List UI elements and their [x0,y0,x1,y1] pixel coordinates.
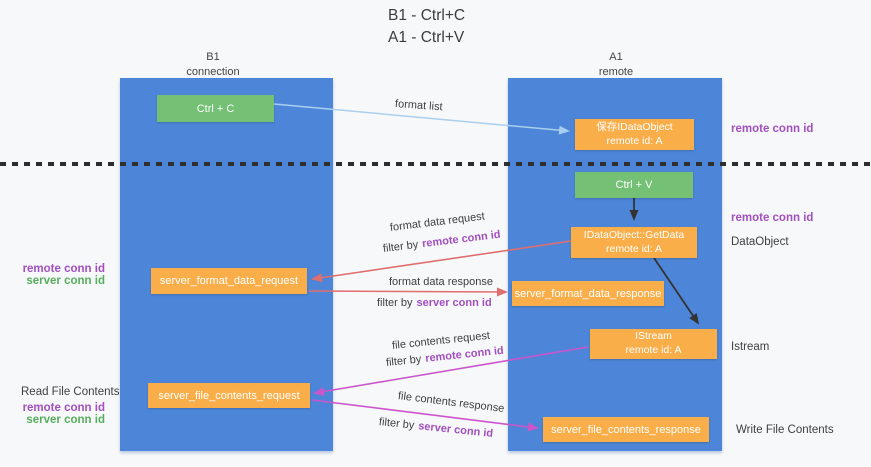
annotation-read-conn-ids: remote conn id server conn id [10,402,105,426]
node-server-format-data-response-label: server_format_data_response [514,287,662,300]
node-save-idataobject: 保存IDataObject remote id: A [575,119,694,150]
right-column-subtitle: remote [598,65,634,78]
title-line-2: A1 - Ctrl+V [388,28,465,46]
left-column-subtitle: connection [186,65,240,78]
node-ctrl-v: Ctrl + V [575,172,693,198]
node-save-idataobject-line2: remote id: A [606,134,663,147]
arrow-getdata-to-istream [653,257,700,325]
node-save-idataobject-line1: 保存IDataObject [596,120,673,133]
node-istream: IStream remote id: A [590,329,717,359]
annotation-remote-conn-id-mid: remote conn id [731,212,814,224]
arrow-file-contents-response [311,399,539,432]
annotation-write-file-contents: Write File Contents [736,424,834,436]
node-server-file-contents-request: server_file_contents_request [148,383,310,408]
node-server-file-contents-request-label: server_file_contents_request [158,389,300,402]
node-server-file-contents-response-label: server_file_contents_response [551,423,701,436]
annotation-read-remote-conn-id: remote conn id [22,402,105,414]
node-idataobject-getdata-line2: remote id: A [605,242,663,255]
filter-by-text: filter by [377,297,413,309]
arrow-file-contents-request [313,346,589,396]
right-column-name: A1 [609,51,623,63]
node-server-format-data-response: server_format_data_response [512,281,664,306]
arrow-format-data-request [311,240,572,283]
node-server-file-contents-response: server_file_contents_response [543,417,709,442]
annotation-left-remote-conn-id: remote conn id [22,263,105,275]
annotation-left-server-conn-id: server conn id [26,275,105,287]
node-ctrl-v-label: Ctrl + V [615,179,653,191]
node-server-format-data-request: server_format_data_request [151,268,307,294]
node-server-format-data-request-label: server_format_data_request [159,275,299,287]
arrow-format-list [273,103,570,135]
node-idataobject-getdata: IDataObject::GetData remote id: A [571,227,697,258]
annotation-left-conn-ids: remote conn id server conn id [10,263,105,287]
node-istream-line2: remote id: A [625,344,682,356]
node-idataobject-getdata-line1: IDataObject::GetData [583,228,685,241]
left-column-name: B1 [206,51,220,63]
annotation-read-server-conn-id: server conn id [26,414,105,426]
annotation-dataobject: DataObject [731,236,789,248]
annotation-remote-conn-id-top: remote conn id [731,123,814,135]
node-istream-line1: IStream [635,330,672,343]
annotation-istream: Istream [731,341,770,353]
left-column-header: B1 connection [153,50,273,80]
annotation-read-file-contents: Read File Contents [21,386,120,398]
node-ctrl-c-label: Ctrl + C [196,102,235,115]
server-conn-id-text: server conn id [416,297,492,309]
arrow-format-data-response [308,287,508,297]
right-column-header: A1 remote [556,50,676,80]
title-line-1: B1 - Ctrl+C [388,7,466,24]
node-ctrl-c: Ctrl + C [157,95,274,122]
page-title: B1 - Ctrl+C A1 - Ctrl+V [388,5,465,48]
edge-label-format-data-response: format data response [389,276,493,288]
